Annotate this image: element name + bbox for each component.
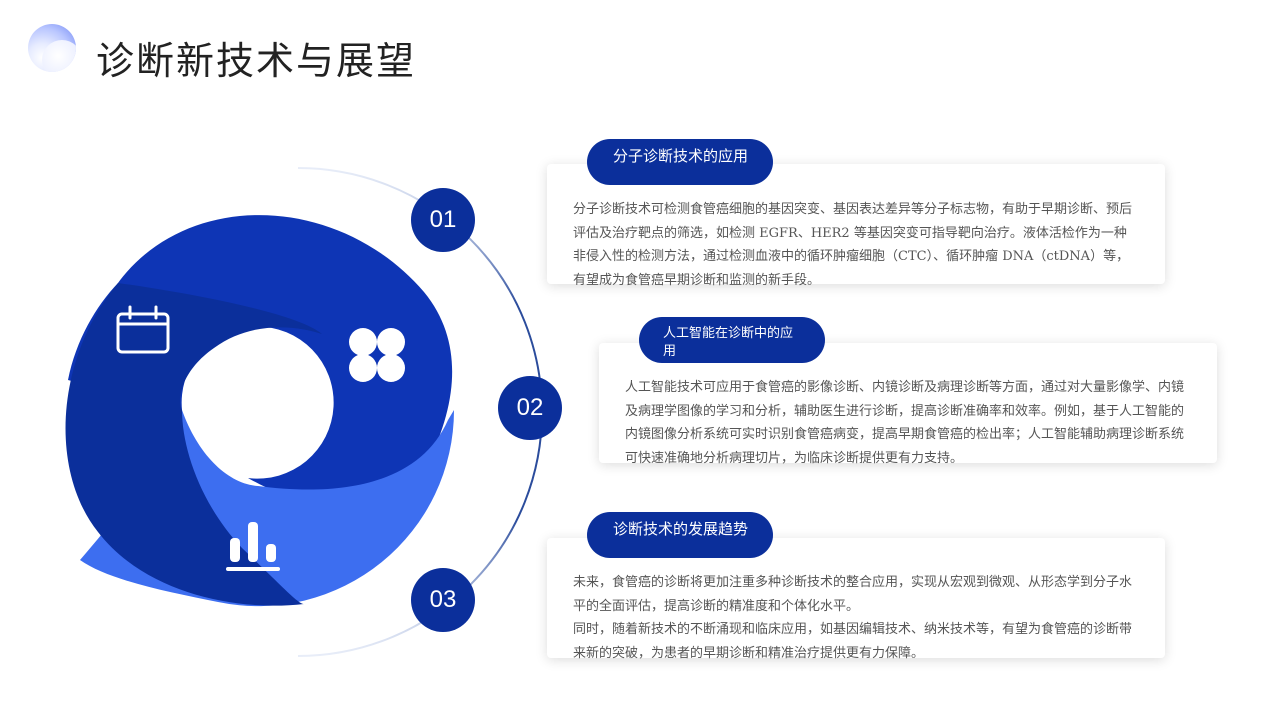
- title-pill-molecular: 分子诊断技术的应用: [587, 139, 773, 185]
- logo-orb: [28, 24, 76, 72]
- step-badge-02: 02: [498, 376, 562, 440]
- card-text-trend-para-2: 同时，随着新技术的不断涌现和临床应用，如基因编辑技术、纳米技术等，有望为食管癌的…: [573, 622, 1133, 661]
- info-card-trend: [547, 538, 1165, 658]
- card-text-ai: 人工智能技术可应用于食管癌的影像诊断、内镜诊断及病理诊断等方面，通过对大量影像学…: [625, 380, 1185, 466]
- donut-segment-1: [65, 283, 323, 606]
- bar-chart-icon: [226, 522, 280, 571]
- swirl-donut: [65, 215, 455, 607]
- step-badge-01: 01: [411, 188, 475, 252]
- card-text-trend-para-1: 未来，食管癌的诊断将更加注重多种诊断技术的整合应用，实现从宏观到微观、从形态学到…: [573, 575, 1133, 614]
- clover-icon: [349, 328, 405, 382]
- card-text-molecular: 分子诊断技术可检测食管癌细胞的基因突变、基因表达差异等分子标志物，有助于早期诊断…: [573, 202, 1133, 288]
- title-pill-molecular-label: 分子诊断技术的应用: [613, 147, 749, 165]
- title-pill-ai: 人工智能在诊断中的应用: [639, 317, 825, 363]
- calendar-icon: [116, 305, 170, 354]
- title-pill-trend-label: 诊断技术的发展趋势: [613, 520, 749, 538]
- page-title: 诊断新技术与展望: [96, 39, 417, 83]
- info-card-ai: [599, 343, 1217, 463]
- donut-segment-2: [68, 215, 453, 509]
- step-badge-03: 03: [411, 568, 475, 632]
- card-text-trend: 未来，食管癌的诊断将更加注重多种诊断技术的整合应用，实现从宏观到微观、从形态学到…: [573, 571, 1139, 665]
- title-pill-ai-label: 人工智能在诊断中的应用: [663, 326, 794, 359]
- title-pill-trend: 诊断技术的发展趋势: [587, 512, 773, 558]
